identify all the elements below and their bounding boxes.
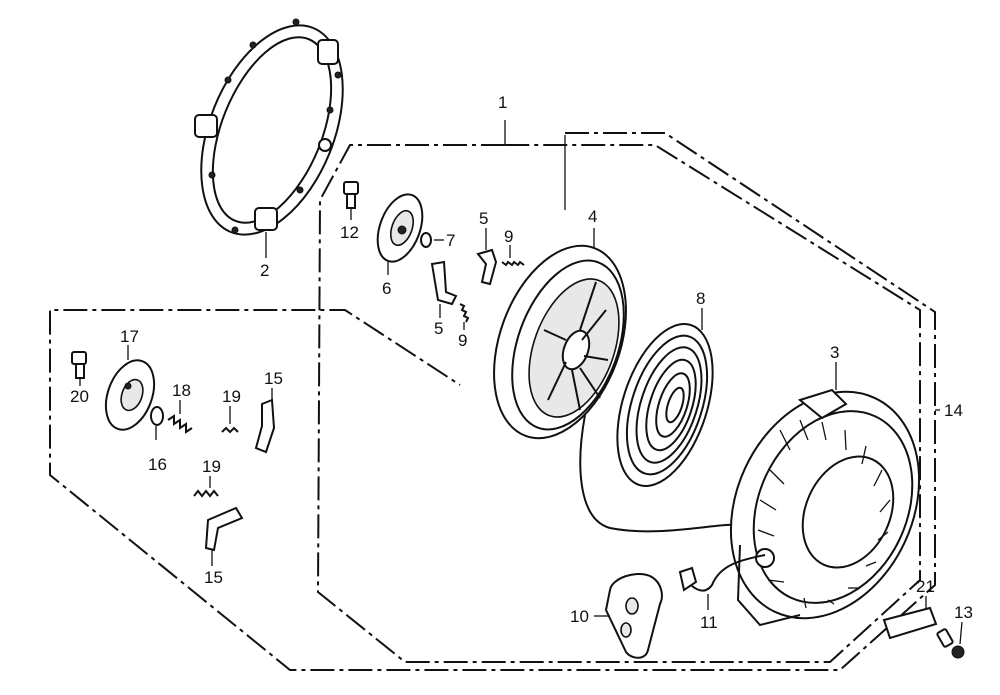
starter-grip-10 [594,572,663,659]
bolt-12 [343,181,359,220]
assembly-1-boundary [316,120,921,663]
pawl-spring-9-lower [459,303,470,330]
callout-11: 11 [700,613,718,632]
callout-5-lower: 5 [434,319,443,338]
callout-15-upper: 15 [264,369,283,388]
callout-9-lower: 9 [458,331,467,350]
bolt-20 [71,351,87,386]
spring-19-lower [193,476,219,498]
callout-17: 17 [120,327,139,346]
rope-guide-21 [882,596,938,640]
callout-16: 16 [148,455,167,474]
assembly-14-boundary [49,132,940,671]
recoil-spring-8 [616,308,714,487]
callout-21: 21 [916,577,935,596]
callout-5-upper: 5 [479,209,488,228]
fan-cover-ring [194,18,344,258]
callout-8: 8 [696,289,705,308]
bolt-13 [936,621,965,659]
rope-to-handle [687,554,766,592]
pawl-spring-9-upper [501,245,525,267]
callout-labels: 1 2 3 4 5 5 6 7 8 9 9 10 11 12 13 14 15 … [70,93,973,632]
callout-6: 6 [382,279,391,298]
callout-20: 20 [70,387,89,406]
spring-18 [167,400,193,434]
recoil-reel-4 [493,228,627,440]
callout-19-upper: 19 [222,387,241,406]
ratchet-pawl-5-lower [430,260,458,318]
callout-12: 12 [340,223,359,242]
ratchet-17 [104,345,156,431]
pawl-15-upper [254,388,276,454]
starter-case-3 [729,362,921,627]
callout-14: 14 [944,401,963,420]
ratchet-pawl-5-upper [476,228,498,286]
callout-15-lower: 15 [204,568,223,587]
callout-13: 13 [954,603,973,622]
callout-10: 10 [570,607,589,626]
callout-19-lower: 19 [202,457,221,476]
callout-2: 2 [260,261,269,280]
rope-knot-11 [678,566,709,610]
washer-7 [420,232,444,248]
callout-9-upper: 9 [504,227,513,246]
washer-16 [150,406,164,440]
callout-3: 3 [830,343,839,362]
callout-18: 18 [172,381,191,400]
starter-rope [579,414,743,533]
ratchet-plate-6 [376,193,424,275]
spring-19-upper [221,406,239,434]
callout-4: 4 [588,207,597,226]
pawl-15-lower [204,506,244,566]
callout-7: 7 [446,231,455,250]
callout-1: 1 [498,93,507,112]
